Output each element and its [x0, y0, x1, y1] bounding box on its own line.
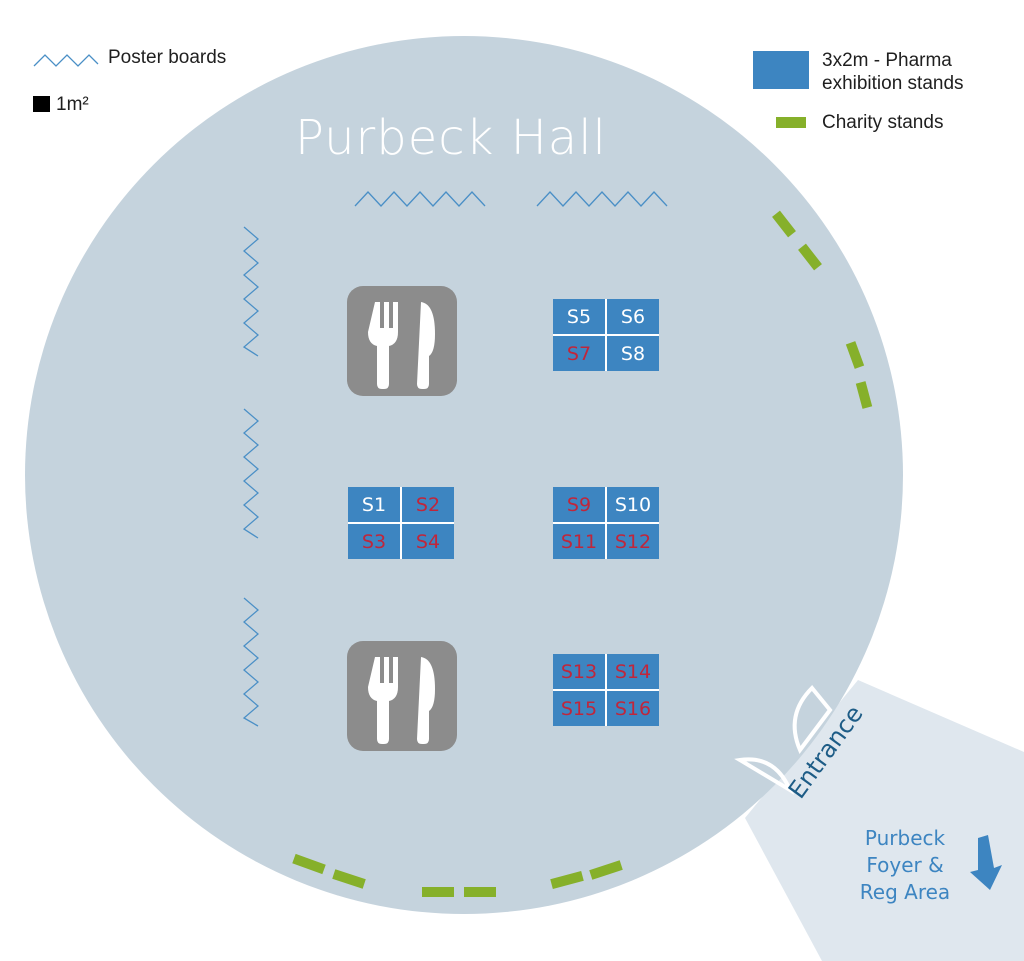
stand-group: S13 S14 S15 S16 [553, 654, 659, 726]
stand[interactable]: S11 [553, 524, 605, 559]
stand[interactable]: S2 [402, 487, 454, 522]
stand-group: S1 S2 S3 S4 [348, 487, 454, 559]
poster-board [242, 597, 259, 727]
foyer-line-2: Foyer & [866, 853, 944, 877]
foyer-label: Purbeck Foyer & Reg Area [846, 825, 964, 906]
down-arrow-icon [970, 835, 1002, 890]
hall-title: Purbeck Hall [295, 110, 607, 166]
stand[interactable]: S14 [607, 654, 659, 689]
poster-board [242, 408, 259, 539]
stand[interactable]: S15 [553, 691, 605, 726]
stand[interactable]: S13 [553, 654, 605, 689]
foyer-corridor [745, 680, 1024, 961]
stand[interactable]: S12 [607, 524, 659, 559]
legend-poster-label: Poster boards [108, 47, 227, 68]
legend-pharma-swatch [753, 51, 809, 89]
legend-poster-icon [33, 54, 99, 67]
hall-floor [25, 36, 903, 914]
poster-board [536, 191, 668, 207]
entrance-door-icon [734, 685, 833, 795]
stand[interactable]: S4 [402, 524, 454, 559]
poster-board [242, 226, 259, 357]
stand[interactable]: S1 [348, 487, 400, 522]
legend-charity-label: Charity stands [822, 112, 944, 133]
stand[interactable]: S3 [348, 524, 400, 559]
stand[interactable]: S9 [553, 487, 605, 522]
fork-knife-icon [347, 286, 457, 396]
stand[interactable]: S16 [607, 691, 659, 726]
legend-charity-swatch [776, 117, 806, 128]
foyer-line-3: Reg Area [859, 880, 951, 904]
stand[interactable]: S6 [607, 299, 659, 334]
legend-pharma-label-1: 3x2m - Pharma [822, 50, 952, 71]
stand[interactable]: S8 [607, 336, 659, 371]
legend-pharma-label-2: exhibition stands [822, 73, 964, 94]
charity-stands [292, 210, 873, 897]
stand[interactable]: S5 [553, 299, 605, 334]
fork-knife-icon [347, 641, 457, 751]
stand-group: S9 S10 S11 S12 [553, 487, 659, 559]
foyer-line-1: Purbeck [864, 826, 946, 850]
legend-square-label: 1m² [56, 94, 89, 115]
legend-square-icon [33, 96, 50, 112]
stand[interactable]: S10 [607, 487, 659, 522]
stand[interactable]: S7 [553, 336, 605, 371]
stand-group: S5 S6 S7 S8 [553, 299, 659, 371]
poster-board [354, 191, 486, 207]
